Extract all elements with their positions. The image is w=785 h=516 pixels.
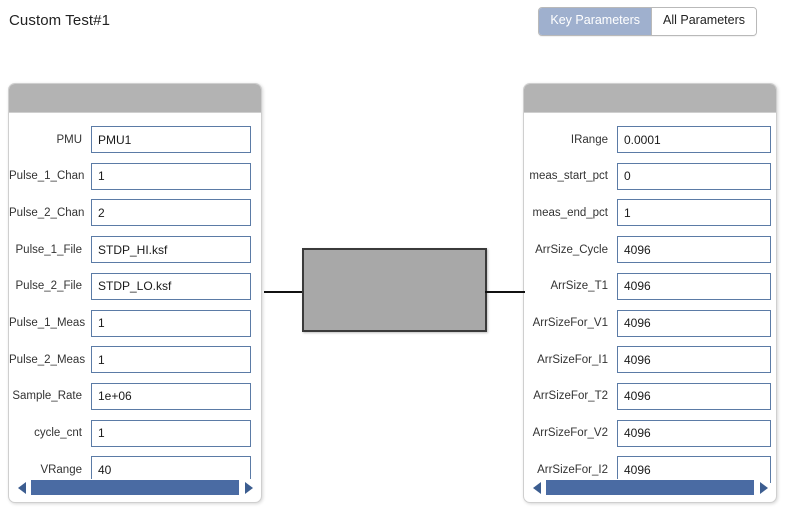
left-scroll-track[interactable] — [31, 480, 239, 495]
tab-all-parameters[interactable]: All Parameters — [652, 8, 756, 35]
left-label-sample-rate: Sample_Rate — [12, 390, 82, 403]
scroll-left-icon[interactable] — [530, 479, 543, 496]
right-input-arrsizefor-i2[interactable] — [617, 456, 771, 484]
parameter-row: ArrSizeFor_I1 — [524, 346, 776, 374]
left-label-pulse-1-meas: Pulse_1_Meas — [9, 317, 86, 329]
left-scroll-thumb[interactable] — [31, 480, 239, 495]
tab-key-parameters[interactable]: Key Parameters — [539, 8, 652, 35]
parameter-row: VRange — [9, 456, 261, 484]
right-panel-body: IRange meas_start_pct meas_end_pctArrSize_… — [524, 113, 776, 484]
parameter-row: IRange — [524, 126, 776, 153]
left-label-pulse-1-file: Pulse_1_File — [15, 243, 82, 256]
right-label-meas-end-pct: meas_end_pct — [532, 206, 608, 219]
left-label-pulse-2-chan: Pulse_2_Chan — [9, 206, 85, 219]
parameter-row: Pulse_2_Meas — [9, 346, 261, 374]
left-panel-body: PMU Pulse_1_ChanPulse_2_ChanPulse_1_FileP… — [9, 113, 261, 484]
right-label-arrsizefor-v2: ArrSizeFor_V2 — [532, 427, 608, 440]
page-title: Custom Test#1 — [9, 12, 111, 29]
right-label-arrsizefor-i1: ArrSizeFor_I1 — [537, 353, 608, 366]
parameter-row: ArrSize_T1 — [524, 272, 776, 300]
left-panel-horizontal-scrollbar[interactable] — [15, 479, 255, 496]
scroll-right-icon[interactable] — [242, 479, 255, 496]
left-label-vrange: VRange — [40, 463, 82, 476]
left-input-cycle-cnt[interactable] — [91, 419, 251, 447]
right-input-arrsizefor-t2[interactable] — [617, 382, 771, 410]
left-parameter-panel: PMU Pulse_1_ChanPulse_2_ChanPulse_1_FileP… — [8, 83, 262, 503]
parameter-row: Pulse_1_Meas — [9, 309, 261, 337]
parameter-row: ArrSizeFor_T2 — [524, 382, 776, 410]
parameter-row: PMU — [9, 126, 261, 153]
right-input-arrsize-cycle[interactable] — [617, 236, 771, 264]
right-label-arrsize-t1: ArrSize_T1 — [550, 280, 608, 293]
parameter-row: ArrSizeFor_I2 — [524, 456, 776, 484]
right-label-arrsizefor-i2: ArrSizeFor_I2 — [537, 463, 608, 476]
left-input-pulse-1-file[interactable] — [91, 236, 251, 264]
parameter-row: cycle_cnt — [9, 419, 261, 447]
parameter-row: Pulse_1_Chan — [9, 162, 261, 190]
parameter-row: Sample_Rate — [9, 382, 261, 410]
scroll-right-icon[interactable] — [757, 479, 770, 496]
toggle-divider — [651, 8, 653, 35]
parameter-view-toggle[interactable]: Key Parameters All Parameters — [538, 7, 757, 36]
right-input-irange[interactable] — [617, 126, 771, 153]
left-input-pulse-2-meas[interactable] — [91, 346, 251, 374]
parameter-row: Pulse_2_File — [9, 272, 261, 300]
right-input-arrsizefor-i1[interactable] — [617, 346, 771, 374]
left-label-pulse-1-chan: Pulse_1_Chan — [9, 170, 85, 183]
right-panel-header — [524, 84, 776, 113]
left-input-pulse-1-meas[interactable] — [91, 309, 251, 337]
left-label-pmu: PMU — [56, 133, 82, 146]
left-panel-header — [9, 84, 261, 113]
left-input-pulse-2-chan[interactable] — [91, 199, 251, 227]
parameter-row: ArrSize_Cycle — [524, 236, 776, 264]
device-under-test-block[interactable] — [302, 248, 487, 332]
right-input-arrsizefor-v1[interactable] — [617, 309, 771, 337]
left-input-pmu[interactable] — [91, 126, 251, 153]
right-label-arrsizefor-v1: ArrSizeFor_V1 — [532, 317, 608, 329]
parameter-row: meas_start_pct — [524, 162, 776, 190]
parameter-row: Pulse_2_Chan — [9, 199, 261, 227]
right-scroll-track[interactable] — [546, 480, 754, 495]
left-input-pulse-2-file[interactable] — [91, 272, 251, 300]
right-input-arrsizefor-v2[interactable] — [617, 419, 771, 447]
left-input-sample-rate[interactable] — [91, 382, 251, 410]
right-parameter-panel: IRange meas_start_pct meas_end_pctArrSize_… — [523, 83, 777, 503]
parameter-row: ArrSizeFor_V2 — [524, 419, 776, 447]
right-label-irange: IRange — [570, 133, 608, 146]
right-input-arrsize-t1[interactable] — [617, 272, 771, 300]
left-label-pulse-2-file: Pulse_2_File — [15, 280, 82, 293]
right-label-arrsize-cycle: ArrSize_Cycle — [535, 243, 608, 256]
right-scroll-thumb[interactable] — [546, 480, 754, 495]
right-input-meas-start-pct[interactable] — [617, 162, 771, 190]
right-label-meas-start-pct: meas_start_pct — [529, 170, 608, 183]
left-label-cycle-cnt: cycle_cnt — [34, 427, 82, 440]
right-input-meas-end-pct[interactable] — [617, 199, 771, 227]
parameter-row: meas_end_pct — [524, 199, 776, 227]
left-input-pulse-1-chan[interactable] — [91, 162, 251, 190]
right-panel-horizontal-scrollbar[interactable] — [530, 479, 770, 496]
right-label-arrsizefor-t2: ArrSizeFor_T2 — [533, 390, 608, 403]
connector-line-left — [264, 291, 304, 293]
connector-line-right — [485, 291, 525, 293]
scroll-left-icon[interactable] — [15, 479, 28, 496]
parameter-row: Pulse_1_File — [9, 236, 261, 264]
parameter-row: ArrSizeFor_V1 — [524, 309, 776, 337]
left-label-pulse-2-meas: Pulse_2_Meas — [9, 353, 86, 366]
left-input-vrange[interactable] — [91, 456, 251, 484]
